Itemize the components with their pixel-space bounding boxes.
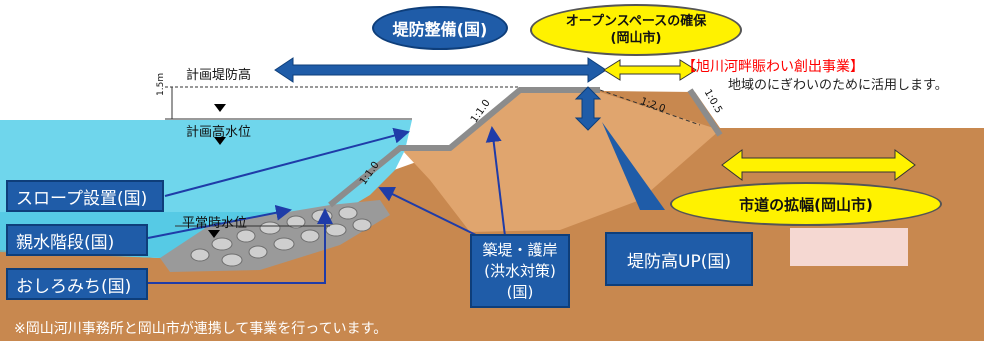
stone [338, 206, 358, 220]
levee-span-arrow [274, 57, 607, 83]
embankment-box: 築堤・護岸 (洪水対策) (国) [470, 234, 570, 308]
embankment-label-line2: (洪水対策) [484, 261, 556, 280]
slope-lining [328, 87, 600, 208]
water-steps-box: 親水階段(国) [6, 224, 148, 256]
road-widening-oval: 市道の拡幅(岡山市) [670, 182, 942, 226]
stone [236, 229, 256, 243]
stone [190, 248, 210, 262]
leader-embankment-1 [378, 186, 479, 237]
normal-water-level-label: 平常時水位 [182, 216, 248, 231]
water-steps-label: 親水階段(国) [16, 232, 115, 253]
riverside-project-title: 【旭川河畔賑わい創出事業】 [682, 59, 864, 75]
levee-improvement-oval: 堤防整備(国) [372, 6, 508, 50]
leader-embankment-2 [485, 126, 506, 237]
stone [352, 218, 372, 232]
placeholder-block [790, 228, 908, 266]
stone [211, 237, 233, 251]
levee-height-callout-pointer [602, 122, 665, 210]
freeboard-label: 1.5m [156, 72, 166, 96]
slope-install-label: スロープ設置(国) [16, 188, 148, 209]
level-marker [214, 104, 226, 112]
stone [300, 229, 320, 243]
footnote: ※岡山河川事務所と岡山市が連携して事業を行っています。 [14, 321, 388, 337]
stone [311, 209, 333, 223]
levee-height-up-arrow [574, 86, 602, 131]
open-space-sub-label: (岡山市) [610, 31, 662, 46]
planned-high-water-label: 計画高水位 [186, 125, 252, 140]
leader-path [148, 208, 333, 284]
open-space-arrow [603, 59, 697, 81]
leader-steps [147, 204, 292, 239]
regional-use-text: 地域のにぎわいのために活用します。 [728, 78, 948, 93]
level-marker [214, 137, 226, 145]
levee-height-up-box: 堤防高UP(国) [605, 232, 753, 286]
stone [259, 221, 281, 235]
open-space-oval: オープンスペースの確保 (岡山市) [530, 4, 742, 56]
stone [273, 237, 295, 251]
stone [221, 253, 243, 267]
embankment-label-line3: (国) [506, 282, 534, 301]
oshiro-path-box: おしろみち(国) [6, 268, 148, 300]
road-widening-label: 市道の拡幅(岡山市) [739, 195, 873, 214]
level-marker [208, 230, 220, 238]
slope-guide [599, 89, 701, 126]
open-space-label: オープンスペースの確保 [565, 14, 707, 29]
slope-install-box: スロープ設置(国) [6, 180, 164, 212]
oshiro-path-label: おしろみち(国) [16, 276, 132, 297]
stone [248, 245, 268, 259]
levee-improvement-label: 堤防整備(国) [392, 20, 488, 39]
road-widening-arrow [721, 149, 916, 181]
leader-slope [164, 127, 410, 197]
levee-height-up-label: 堤防高UP(国) [627, 251, 731, 272]
land-slope-lining [687, 88, 723, 137]
embankment-label-line1: 築堤・護岸 [482, 240, 558, 259]
planned-levee-height-label: 計画堤防高 [186, 68, 252, 83]
